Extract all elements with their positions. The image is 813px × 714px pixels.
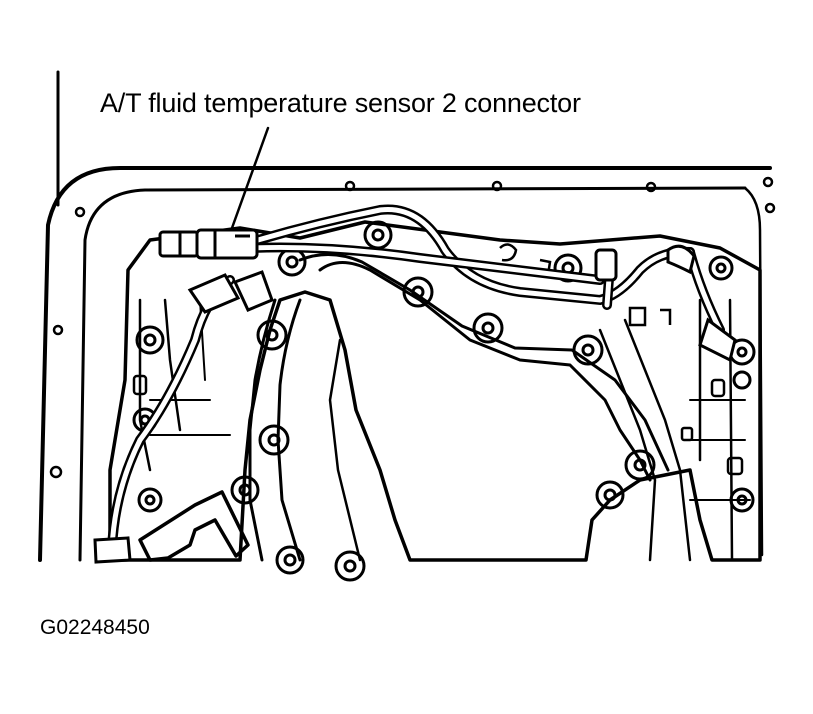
wiring-harness (107, 204, 725, 553)
temperature-sensor-body (93, 244, 737, 564)
pan-inner-edge (78, 186, 747, 562)
figure-id: G02248450 (40, 616, 150, 639)
callout-leader-line (230, 126, 270, 230)
valve-body-bolts (132, 220, 756, 582)
valve-body-cavity (318, 261, 652, 482)
callout-label: A/T fluid temperature sensor 2 connector (100, 88, 581, 118)
pan-side-wall (743, 186, 764, 557)
pan-outer-edge (38, 166, 772, 562)
cavity-inner-rim (298, 252, 670, 472)
valve-body-outline (108, 220, 762, 562)
harness-clamp-bracket (138, 490, 250, 562)
pan-bolt-holes (49, 176, 776, 479)
small-detail-marks (132, 243, 744, 476)
valve-body-channels (138, 298, 751, 562)
fluid-temperature-sensor-2-connector (158, 228, 259, 260)
